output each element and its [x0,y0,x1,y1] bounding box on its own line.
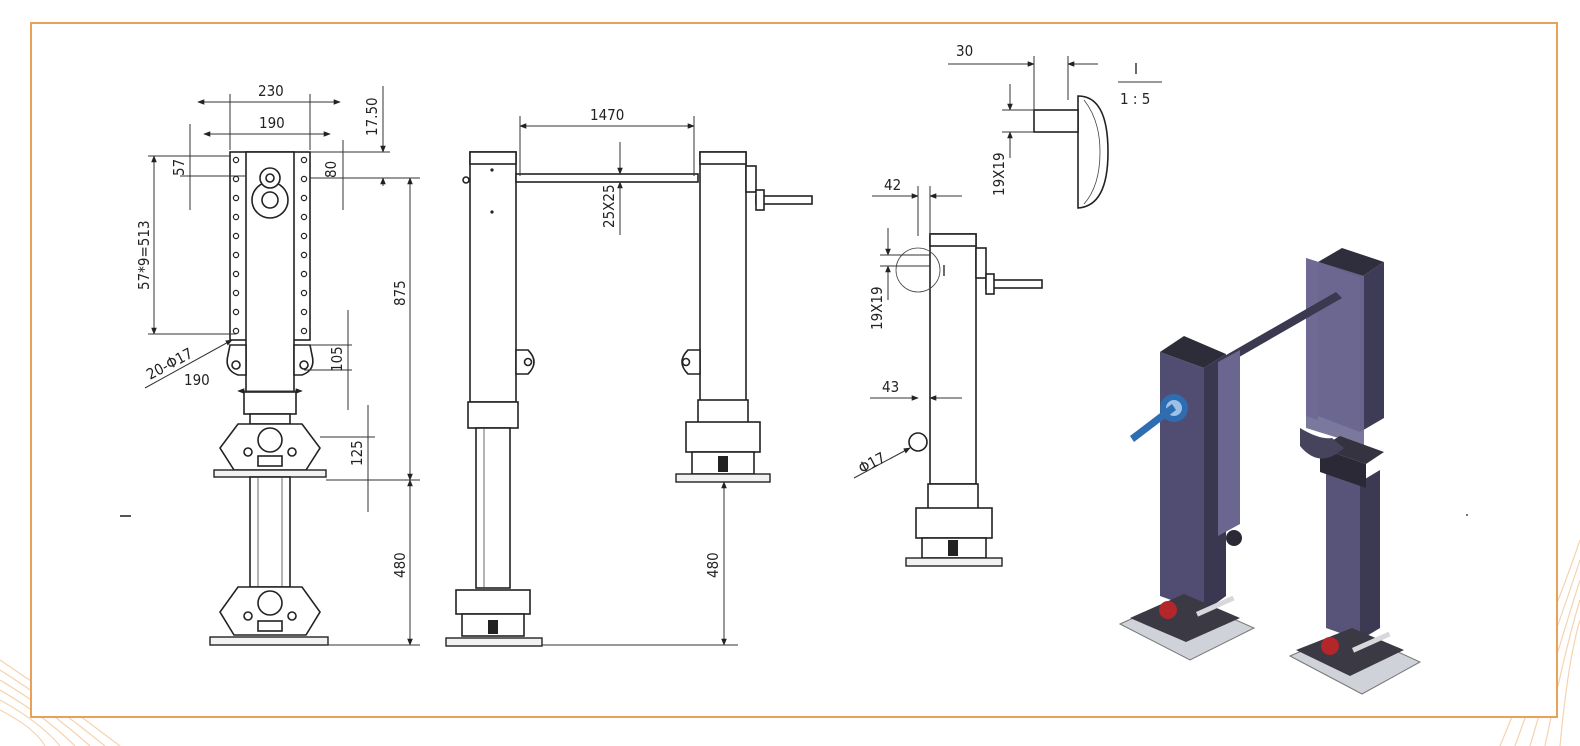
dim-1470: 1470 [590,106,624,124]
dim-480-front: 480 [391,552,409,578]
end-view: I 42 19X19 43 Φ17 [853,176,1043,567]
dim-875: 875 [391,280,409,306]
dim-480-side: 480 [704,552,722,578]
dim-230: 230 [258,82,284,100]
mounting-hole [300,194,308,202]
mounting-hole [232,194,240,202]
edge-mark-right [1466,514,1468,516]
mounting-hole [232,175,240,183]
dim-17-50: 17.50 [363,97,381,136]
detail-scale: 1 : 5 [1120,90,1150,108]
dim-25x25: 25X25 [600,184,618,228]
mounting-hole [300,308,308,316]
mounting-hole [232,156,240,164]
mounting-hole [232,251,240,259]
mounting-hole [232,270,240,278]
mounting-hole [232,213,240,221]
mounting-hole [300,270,308,278]
mounting-hole [300,175,308,183]
dim-hole-pitch: 57*9=513 [135,220,153,290]
dim-125: 125 [348,440,366,466]
detail-marker: I [942,262,946,280]
dim-phi17: Φ17 [855,449,888,478]
mounting-hole [300,289,308,297]
dim-105: 105 [328,346,346,372]
mounting-hole [232,289,240,297]
mounting-hole [232,327,240,335]
mounting-hole [300,213,308,221]
dim-30: 30 [956,42,973,60]
dim-19x19-end: 19X19 [868,286,886,330]
dim-80: 80 [322,161,340,178]
detail-view: 30 19X19 I 1 : 5 [948,42,1162,209]
front-view: 230 190 17.50 57 80 57*9=513 20-Φ17 190 … [135,82,420,646]
right-leg-render [1288,248,1422,695]
dim-190-bottom: 190 [184,371,210,389]
isometric-render [1118,248,1422,695]
side-view: 1470 25X25 480 [445,106,813,647]
left-leg-render [1118,336,1256,661]
dim-43: 43 [882,378,899,396]
mounting-hole [232,308,240,316]
detail-label: I [1134,60,1138,78]
mounting-hole [300,251,308,259]
mounting-hole [232,232,240,240]
dim-19x19-detail: 19X19 [990,152,1008,196]
mounting-hole [300,327,308,335]
mounting-hole [300,156,308,164]
dim-57: 57 [170,159,188,176]
mounting-hole [300,232,308,240]
dim-42: 42 [884,176,901,194]
dim-190-top: 190 [259,114,285,132]
